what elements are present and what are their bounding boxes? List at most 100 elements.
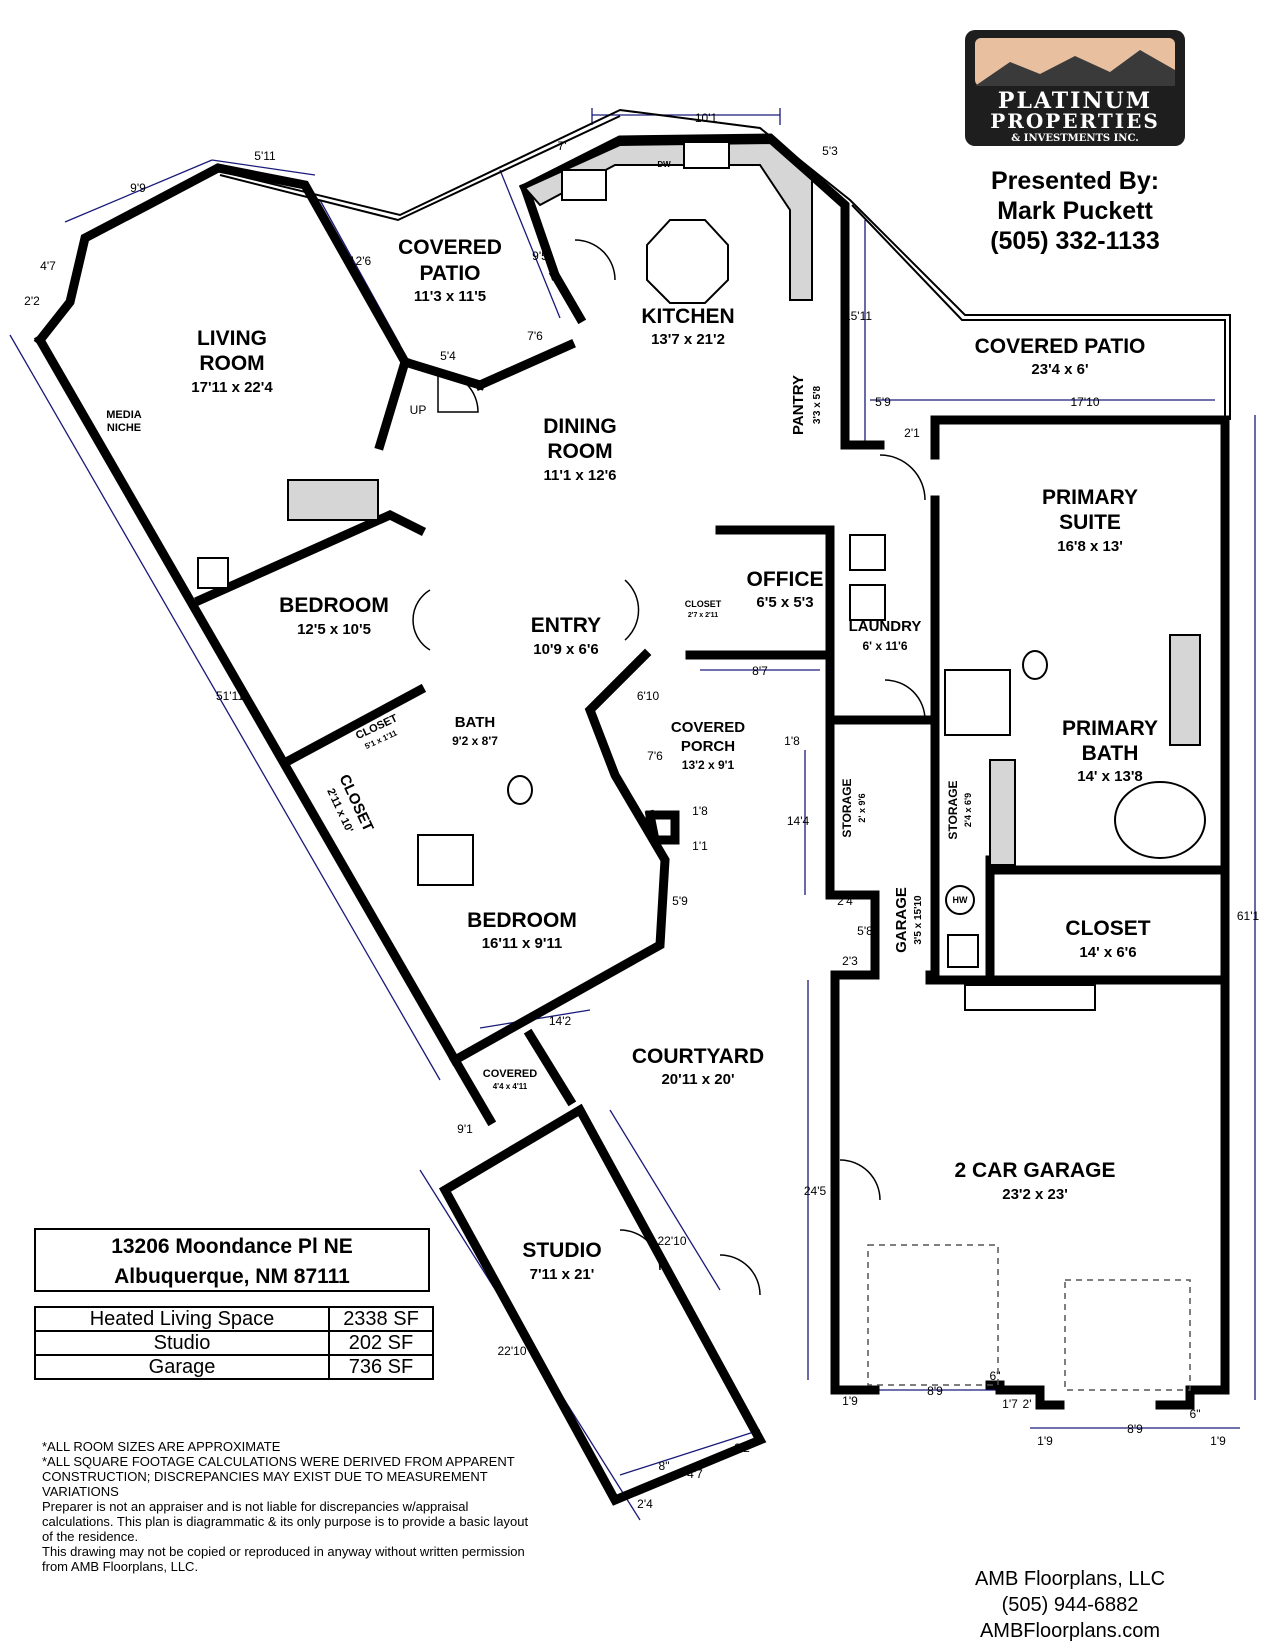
note-text: This drawing may not be copied or reprod… [42, 1544, 525, 1574]
primary-closet-size: 14' x 6'6 [1079, 944, 1136, 961]
table-row: Studio 202 SF [34, 1330, 434, 1356]
dim-label: 1'9 [842, 1394, 858, 1408]
presenter-phone: (505) 332-1133 [990, 227, 1160, 255]
dim-label: 1'7 [1002, 1397, 1018, 1411]
living-room-label: LIVING [197, 327, 267, 350]
note-text: Preparer is not an appraiser and is not … [42, 1499, 529, 1544]
pantry-label: PANTRY [790, 375, 807, 435]
dim-label: 2'2 [24, 294, 40, 308]
dim-label: 22'10 [498, 1344, 527, 1358]
dim-label: 6" [990, 1369, 1001, 1383]
dim-label: 5'11 [254, 149, 276, 163]
covered-patio-west-label-2: PATIO [419, 262, 480, 285]
dim-label: 5'3 [822, 144, 838, 158]
dining-room-label: DINING [543, 415, 617, 438]
entry-label: ENTRY [531, 614, 601, 637]
address-box: 13206 Moondance Pl NE Albuquerque, NM 87… [34, 1228, 430, 1292]
sf-label: Garage [34, 1354, 330, 1380]
covered-porch-label-2: PORCH [681, 738, 735, 755]
dim-label: 8'9 [927, 1384, 943, 1398]
dim-label: 14'4 [787, 814, 810, 828]
dim-label: 61'1 [1237, 909, 1260, 923]
primary-suite-label: PRIMARY [1042, 486, 1138, 509]
covered-patio-east-label: COVERED PATIO [975, 335, 1146, 358]
garage-hall-label: GARAGE [893, 887, 910, 953]
bedroom-2-label: BEDROOM [467, 909, 577, 932]
platinum-logo: PLATINUM PROPERTIES & INVESTMENTS INC. [965, 30, 1185, 146]
dim-label: 1'9 [1210, 1434, 1226, 1448]
room-labels: LIVING ROOM 17'11 x 22'4 MEDIA NICHE COV… [106, 160, 1158, 1283]
dining-room-label-2: ROOM [547, 440, 612, 463]
company-block: AMB Floorplans, LLC (505) 944-6882 AMBFl… [940, 1566, 1200, 1644]
laundry-size: 6' x 11'6 [862, 639, 907, 653]
dim-label: 8'9 [1127, 1422, 1143, 1436]
dim-label: 8'7 [752, 664, 768, 678]
company-website[interactable]: AMBFloorplans.com [979, 1620, 1161, 1642]
laundry-label: LAUNDRY [849, 618, 922, 635]
kitchen-label: KITCHEN [641, 305, 734, 328]
logo-line-1: PLATINUM [998, 88, 1152, 114]
primary-bath-label: PRIMARY [1062, 717, 1158, 740]
dim-label: 9'9 [130, 181, 146, 195]
door-swings [412, 239, 926, 1296]
storage-2-label: STORAGE [946, 780, 960, 839]
dim-label: 5'8 [857, 924, 873, 938]
dw-label: DW [657, 160, 671, 169]
company-name: AMB Floorplans, LLC [974, 1568, 1166, 1590]
office-closet-size: 2'7 x 2'11 [688, 612, 718, 619]
dimension-labels: 10'1 7' 5'3 9'9 5'11 4'7 2'2 12'6 9'5 15… [24, 111, 1259, 1511]
dim-label: 7' [558, 139, 567, 153]
covered-porch-size: 13'2 x 9'1 [682, 758, 735, 772]
primary-suite-label-2: SUITE [1059, 511, 1121, 534]
storage-2-size: 2'4 x 6'9 [963, 793, 973, 827]
primary-suite-size: 16'8 x 13' [1057, 538, 1123, 555]
media-niche-label-2: NICHE [107, 422, 141, 434]
logo-line-3: & INVESTMENTS INC. [1011, 133, 1138, 144]
dining-room-size: 11'1 x 12'6 [543, 467, 616, 484]
dim-label: 9'1 [457, 1122, 473, 1136]
dim-label: 5'9 [672, 894, 688, 908]
dim-label: 15'11 [844, 309, 872, 323]
bath-size: 9'2 x 8'7 [452, 734, 498, 748]
covered-small-size: 4'4 x 4'11 [493, 1082, 528, 1091]
note-text: *ALL SQUARE FOOTAGE CALCULATIONS WERE DE… [42, 1454, 515, 1499]
dim-label: 2'4 [637, 1497, 653, 1511]
courtyard-size: 20'11 x 20' [661, 1071, 734, 1088]
garage-label: 2 CAR GARAGE [954, 1159, 1115, 1182]
primary-closet-label: CLOSET [1065, 917, 1150, 940]
dim-label: 6" [1190, 1407, 1201, 1421]
dining-table [646, 219, 729, 304]
dim-label: 2'1 [904, 426, 920, 440]
office-closet-label: CLOSET [685, 599, 722, 609]
square-footage-table: Heated Living Space 2338 SF Studio 202 S… [34, 1306, 434, 1380]
hw-label: HW [953, 895, 968, 905]
dim-label: 1'9 [1037, 1434, 1053, 1448]
covered-patio-east-size: 23'4 x 6' [1031, 361, 1088, 378]
kitchen-size: 13'7 x 21'2 [651, 331, 725, 348]
logo-line-2: PROPERTIES [990, 109, 1160, 133]
disclaimer-notes: *ALL ROOM SIZES ARE APPROXIMATE *ALL SQU… [42, 1439, 542, 1574]
primary-bath-size: 14' x 13'8 [1077, 768, 1143, 785]
dim-label: 24'5 [804, 1184, 827, 1198]
dim-label: 1'8 [692, 804, 708, 818]
sf-label: Studio [34, 1330, 330, 1356]
counters [287, 141, 1201, 866]
entry-size: 10'9 x 6'6 [533, 641, 599, 658]
sf-value: 736 SF [328, 1354, 434, 1380]
covered-small-label: COVERED [483, 1068, 537, 1080]
dim-label: 1'1 [692, 839, 708, 853]
address-line-1: 13206 Moondance Pl NE [111, 1235, 353, 1258]
sf-value: 2338 SF [328, 1306, 434, 1332]
dim-label: 2'3 [842, 954, 858, 968]
up-label: UP [410, 403, 427, 417]
dim-label: 4'7 [40, 259, 56, 273]
dim-label: 2' [1023, 1397, 1032, 1411]
storage-1-size: 2' x 9'6 [857, 793, 867, 822]
studio-label: STUDIO [522, 1239, 601, 1262]
dim-label: 22'10 [658, 1234, 687, 1248]
covered-patio-west-label: COVERED [398, 236, 502, 259]
primary-bath-label-2: BATH [1082, 742, 1139, 765]
presenter-name: Mark Puckett [997, 197, 1153, 225]
bedroom-1-label: BEDROOM [279, 594, 389, 617]
